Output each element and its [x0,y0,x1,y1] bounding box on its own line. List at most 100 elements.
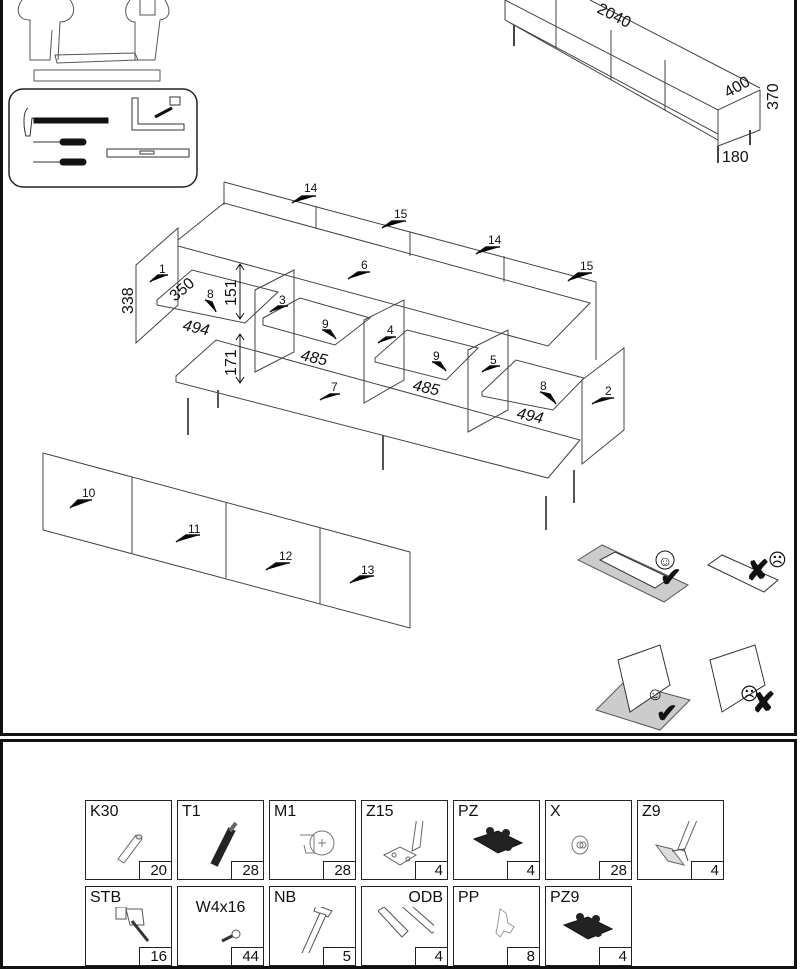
spirit-level-icon [106,148,190,158]
checkmark-icon: ✔ [660,562,682,592]
hardware-item-w4x16: W4x16 44 [177,886,264,966]
cross-icon: ✘ [746,555,769,586]
part-label: 10 [82,486,96,500]
dim-lower-gap: 171 [223,349,240,376]
assembly-panel [0,0,797,736]
cam-lock-icon [300,830,335,856]
part-quantity: 16 [139,947,172,966]
hardware-item-stb: STB 16 [85,886,172,966]
hardware-item-pz9: PZ9 4 [545,886,632,966]
part-code: Z9 [642,803,661,820]
hardware-item-pz: PZ 4 [453,800,540,880]
part-code: M1 [274,803,297,820]
checkmark-icon: ✔ [656,698,678,728]
front-panels [42,452,411,629]
hammer-icon [23,107,109,137]
part-quantity: 5 [323,947,356,966]
connector-bolt-icon [210,821,238,867]
hardware-item-pp: PP 8 [453,886,540,966]
part-label: 12 [279,549,293,563]
part-code: W4x16 [195,899,246,916]
part-label: 8 [207,287,214,301]
part-label: 8 [540,379,547,393]
dimension-arrows [235,263,245,384]
part-quantity: 4 [415,947,448,966]
part-quantity: 44 [231,947,264,966]
assembly-drawing: 2040 400 370 180 338 350 151 171 494 485… [8,0,787,731]
part-label: 11 [188,522,201,536]
dim-shelf-width-mid1: 485 [299,347,329,369]
sad-face-icon: ☹ [740,684,759,704]
tip-carpet-upright-good: ☺ ✔ [595,644,691,731]
hardware-item-z15: Z15 4 [361,800,448,880]
hinge-icon [382,821,424,866]
part-quantity: 8 [507,947,540,966]
part-label: 15 [580,259,594,273]
part-quantity: 4 [507,861,540,880]
hardware-item-odb: ODB 4 [361,886,448,966]
part-label: 9 [322,317,329,331]
dim-shelf-width-right: 494 [515,405,545,427]
cabinet-overview [504,0,761,163]
dim-depth: 400 [722,73,754,101]
surface-tips: ☺ ✔ ✘ ☹ ☺ ✔ ☹ ✘ [576,544,787,731]
sad-face-icon: ☹ [768,550,787,570]
hardware-item-nb: NB 5 [269,886,356,966]
dim-height: 370 [765,83,782,110]
dim-width: 2040 [594,0,634,31]
callout-leaders [69,195,614,584]
screwdriver-icon [33,138,87,166]
part-code: PZ [458,803,479,820]
part-quantity: 4 [599,947,632,966]
cap-icon [571,835,589,855]
part-label: 15 [394,207,408,221]
shelf-support-icon [495,908,515,938]
dim-shelf-depth: 350 [167,275,198,305]
part-code: STB [90,889,122,906]
dim-leg-height: 180 [722,149,749,166]
part-code: NB [274,889,297,906]
push-opener-icon [378,907,434,938]
part-label: 4 [387,323,394,337]
mounting-plate-icon [562,913,614,940]
part-code: Z15 [366,803,394,820]
dim-side-height: 338 [120,287,137,314]
part-label: 14 [304,181,318,195]
tools-box [8,88,198,188]
part-label: 2 [605,384,612,398]
part-label: 3 [279,293,286,307]
leg-icon [301,907,333,953]
part-code: X [550,803,561,820]
part-code: ODB [408,889,443,906]
part-quantity: 20 [139,861,172,880]
part-quantity: 28 [323,861,356,880]
mounting-plate-icon [472,827,524,854]
side-panel-left [135,226,179,345]
part-callouts: 1 2 3 4 5 6 7 8 8 9 9 10 11 12 13 14 14 … [82,181,612,577]
tip-floor-upright-bad: ☹ ✘ [709,644,775,718]
dowel-icon [117,834,143,864]
part-quantity: 28 [231,861,264,880]
tip-floor-bad: ✘ ☹ [707,550,787,593]
part-code: K30 [90,803,119,820]
hardware-item-t1: T1 28 [177,800,264,880]
part-code: PP [458,889,480,906]
tip-carpet-good: ☺ ✔ [576,544,689,603]
hardware-item-z9: Z9 4 [637,800,724,880]
workers-illustration [17,0,170,82]
part-label: 14 [488,233,502,247]
tape-measure-icon [154,96,181,119]
bracket-icon [115,907,150,942]
part-label: 5 [490,353,497,367]
hardware-item-k30: K30 20 [85,800,172,880]
smiley-icon: ☺ [646,684,664,704]
part-label: 7 [331,380,338,394]
dim-shelf-width-mid2: 485 [411,377,441,399]
hardware-item-x: X 28 [545,800,632,880]
part-label: 13 [361,563,375,577]
part-label: 9 [433,349,440,363]
screw-icon [221,929,241,943]
part-code: T1 [182,803,201,820]
part-code: PZ9 [550,889,580,906]
part-label: 6 [361,258,368,272]
